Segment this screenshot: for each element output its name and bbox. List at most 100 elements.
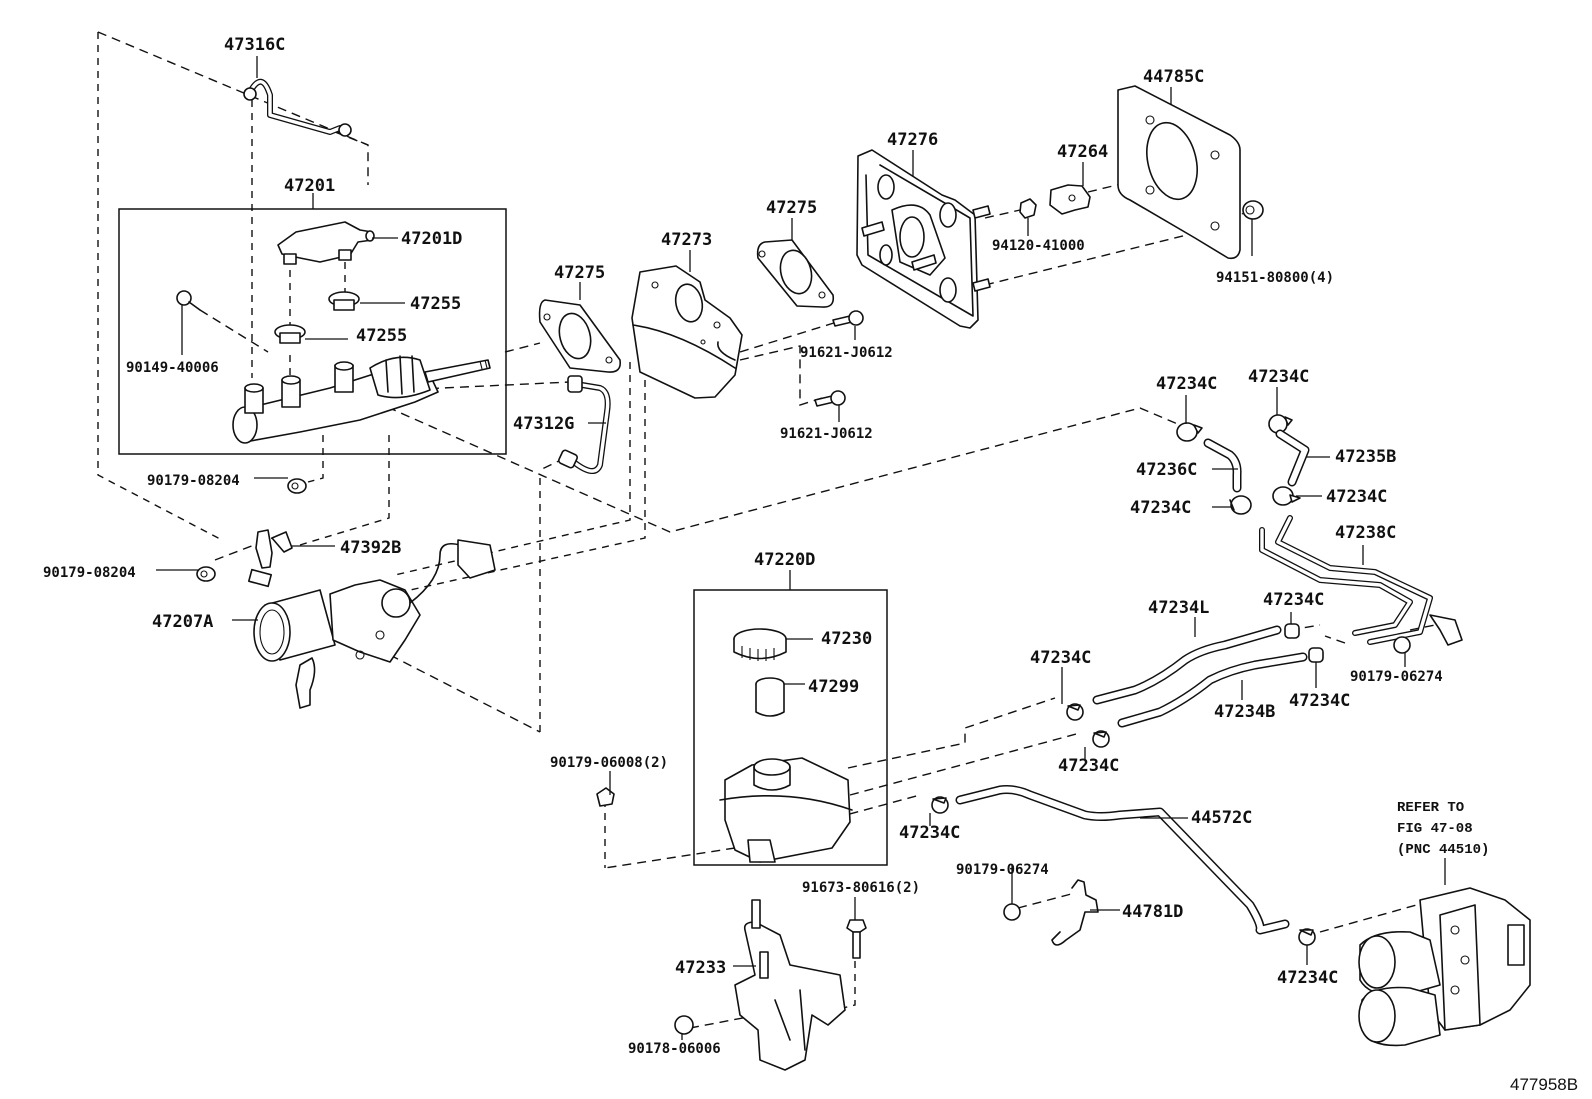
label-90178-06006[interactable]: 90178-06006 [628,1041,721,1057]
label-47234C-5[interactable]: 47234C [1263,590,1324,610]
hose-47235B[interactable] [1275,429,1310,487]
label-47201D[interactable]: 47201D [401,229,462,249]
clamp-47234C-1[interactable] [1176,422,1203,442]
clamp-47234C-10[interactable] [1298,928,1316,946]
clamp-47234C-7[interactable] [1308,647,1324,663]
nut-94120-41000[interactable] [1019,198,1037,219]
screw-90149-40006[interactable] [176,290,201,311]
label-90179-06008[interactable]: 90179-06008(2) [550,755,668,771]
gasket-plate-44785C[interactable] [1117,85,1241,260]
label-47236C[interactable]: 47236C [1136,460,1197,480]
bracket-47392B[interactable] [247,529,293,588]
clevis-47264[interactable] [1049,184,1091,215]
clamp-47234C-5[interactable] [1284,623,1300,639]
label-44785C[interactable]: 44785C [1143,67,1204,87]
label-90149-40006[interactable]: 90149-40006 [126,360,219,376]
bolt-91621-J0612-lower[interactable] [814,390,846,407]
label-47312G[interactable]: 47312G [513,414,574,434]
label-47234C-2[interactable]: 47234C [1248,367,1309,387]
label-47234C-1[interactable]: 47234C [1156,374,1217,394]
label-47220D[interactable]: 47220D [754,550,815,570]
label-90179-08204-upper[interactable]: 90179-08204 [147,473,240,489]
label-47234L[interactable]: 47234L [1148,598,1209,618]
label-44781D[interactable]: 44781D [1122,902,1183,922]
label-47201[interactable]: 47201 [284,176,335,196]
nut-94151-80800[interactable] [1242,200,1264,220]
label-47234C-3[interactable]: 47234C [1130,498,1191,518]
nut-90179-08204-upper[interactable] [287,478,307,494]
label-91673-80616[interactable]: 91673-80616(2) [802,880,920,896]
label-91621-J0612-upper[interactable]: 91621-J0612 [800,345,893,361]
cap-47230[interactable] [733,628,787,661]
hose-47234L[interactable] [1092,625,1282,705]
label-91621-J0612-lower[interactable]: 91621-J0612 [780,426,873,442]
part-labels: 47316C 47201 47201D 47255 47255 90149-40… [43,35,1578,1094]
pipe-47316C[interactable] [243,78,352,137]
label-47299[interactable]: 47299 [808,677,859,697]
master-cylinder-47201[interactable] [232,355,491,444]
clamp-47234C-9[interactable] [931,796,949,814]
nut-90179-06274-upper[interactable] [1393,636,1411,654]
label-47234C-8[interactable]: 47234C [1058,756,1119,776]
pipe-47312G[interactable] [557,375,611,474]
hose-47236C[interactable] [1203,438,1242,493]
clamp-47234C-6[interactable] [1066,703,1084,721]
label-47234B[interactable]: 47234B [1214,702,1275,722]
bolt-91673-80616[interactable] [846,919,867,959]
strainer-47299[interactable] [755,677,785,717]
plate-47276[interactable] [856,149,991,329]
label-90179-06274-upper[interactable]: 90179-06274 [1350,669,1443,685]
label-47233[interactable]: 47233 [675,958,726,978]
reference-note-line1: REFER TO [1397,800,1464,816]
label-47234C-10[interactable]: 47234C [1277,968,1338,988]
plate-47273[interactable] [631,265,743,399]
stroke-simulator-47207A[interactable] [253,539,496,709]
bracket-44781D[interactable] [1051,879,1099,946]
clamp-47234C-3[interactable] [1229,495,1252,515]
label-47234C-4[interactable]: 47234C [1326,487,1387,507]
reservoir-connector-47201D[interactable] [277,221,375,265]
label-47276[interactable]: 47276 [887,130,938,150]
label-47316C[interactable]: 47316C [224,35,285,55]
label-47275-right[interactable]: 47275 [766,198,817,218]
label-47255-lower[interactable]: 47255 [356,326,407,346]
reference-note-line3: (PNC 44510) [1397,842,1489,858]
grommet-47255-lower[interactable] [274,324,306,344]
label-47235B[interactable]: 47235B [1335,447,1396,467]
nut-90179-08204-lower[interactable] [196,566,216,582]
label-90179-06274-lower[interactable]: 90179-06274 [956,862,1049,878]
hose-47234B[interactable] [1117,652,1308,728]
reservoir-tank-47220D[interactable] [719,757,853,863]
label-47230[interactable]: 47230 [821,629,872,649]
label-47273[interactable]: 47273 [661,230,712,250]
bolt-91621-J0612-upper[interactable] [832,310,864,327]
bracket-47233[interactable] [734,899,846,1071]
label-47264[interactable]: 47264 [1057,142,1108,162]
label-94120-41000[interactable]: 94120-41000 [992,238,1085,254]
label-44572C[interactable]: 44572C [1191,808,1252,828]
label-90179-08204-lower[interactable]: 90179-08204 [43,565,136,581]
label-47392B[interactable]: 47392B [340,538,401,558]
label-47234C-7[interactable]: 47234C [1289,691,1350,711]
figure-id: 477958B [1510,1075,1578,1094]
nut-90178-06006[interactable] [674,1015,694,1035]
label-47234C-9[interactable]: 47234C [899,823,960,843]
gasket-47275-left[interactable] [538,299,622,373]
clamp-47234C-8[interactable] [1092,730,1110,748]
label-47234C-6[interactable]: 47234C [1030,648,1091,668]
label-47207A[interactable]: 47207A [152,612,213,632]
abs-actuator[interactable] [1358,887,1531,1047]
gasket-47275-right[interactable] [756,239,835,308]
nut-90179-06274-lower[interactable] [1003,903,1021,921]
label-47238C[interactable]: 47238C [1335,523,1396,543]
grommet-47255-upper[interactable] [328,291,360,311]
reference-note-line2: FIG 47-08 [1397,821,1473,837]
label-94151-80800[interactable]: 94151-80800(4) [1216,270,1334,286]
label-47255-upper[interactable]: 47255 [410,294,461,314]
tube-47238C[interactable] [1259,515,1463,646]
label-47275-left[interactable]: 47275 [554,263,605,283]
clamp-47234C-4[interactable] [1272,486,1301,506]
hose-44572C[interactable] [955,785,1290,935]
nut-90179-06008[interactable] [596,787,615,807]
